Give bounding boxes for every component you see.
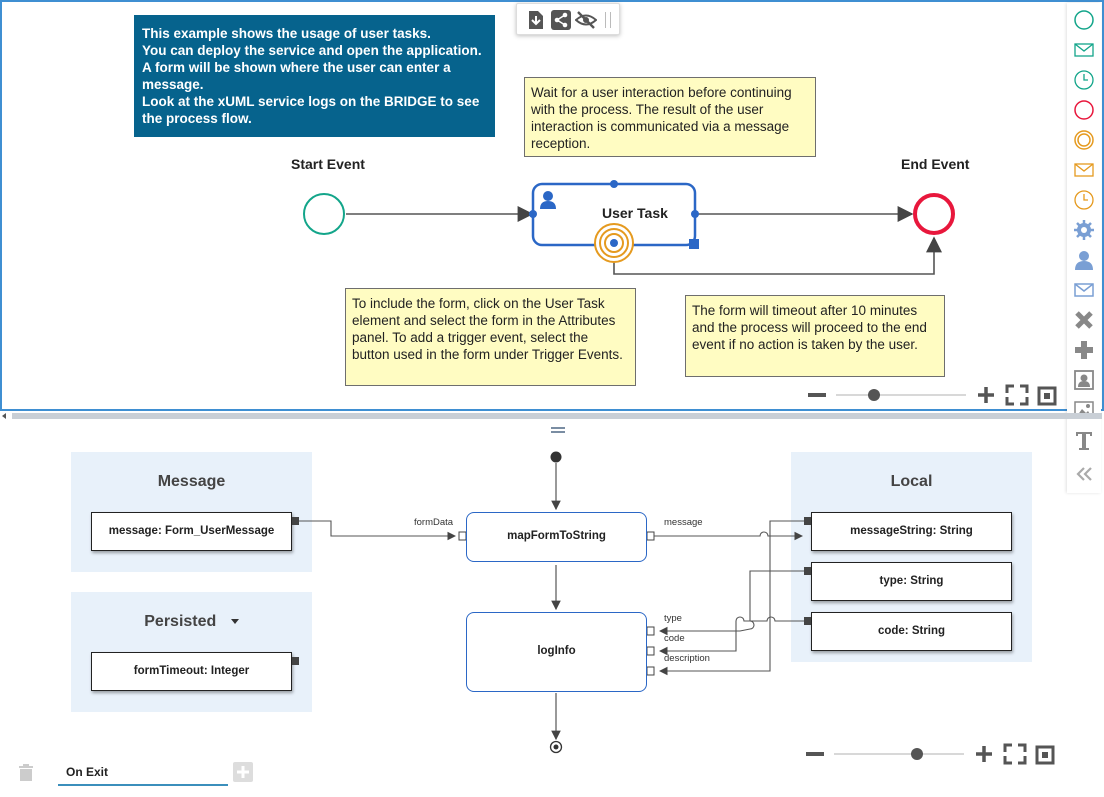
service-task-icon[interactable]: [1073, 219, 1095, 241]
timer-intermediate-icon[interactable]: [1073, 189, 1095, 211]
action-map-form[interactable]: mapFormToString: [466, 512, 647, 562]
scroll-left-arrow[interactable]: [2, 413, 6, 419]
pin-label-code: code: [664, 633, 685, 644]
toolbar-divider: [605, 12, 606, 28]
add-tab-icon[interactable]: [232, 761, 254, 783]
timer-start-icon[interactable]: [1073, 69, 1095, 91]
end-event-icon[interactable]: [1073, 99, 1095, 121]
toolbar-divider: [610, 12, 611, 28]
note-form[interactable]: To include the form, click on the User T…: [345, 288, 636, 386]
persisted-title-text: Persisted: [144, 613, 217, 630]
share-icon[interactable]: [550, 9, 572, 31]
zoom-control: [808, 384, 1057, 406]
note-timeout[interactable]: The form will timeout after 10 minutes a…: [685, 295, 945, 377]
timer-boundary-event: [594, 223, 634, 263]
drag-handle[interactable]: [551, 427, 565, 429]
local-panel-title: Local: [890, 473, 933, 490]
receive-task-icon[interactable]: [1073, 279, 1095, 301]
persisted-field[interactable]: formTimeout: Integer: [91, 652, 292, 691]
pin-label-formdata: formData: [414, 517, 454, 528]
initial-node: [550, 451, 562, 463]
start-event-label: Start Event: [291, 156, 365, 172]
element-palette: [1067, 3, 1101, 493]
info-annotation[interactable]: This example shows the usage of user tas…: [134, 15, 495, 137]
user-task-icon: [540, 191, 556, 209]
end-event-label: End Event: [901, 156, 970, 172]
local-field[interactable]: code: String: [811, 612, 1012, 651]
message-start-icon[interactable]: [1073, 39, 1095, 61]
tab-on-exit[interactable]: On Exit: [58, 762, 228, 786]
pane-splitter[interactable]: [12, 413, 1102, 419]
persisted-panel-title[interactable]: Persisted: [71, 613, 312, 631]
drag-handle-line: [551, 431, 565, 433]
exclusive-gateway-icon[interactable]: [1073, 309, 1095, 331]
pin-label-description: description: [664, 653, 710, 664]
diagram-toolbar: [516, 3, 620, 35]
pin-label-type: type: [664, 613, 682, 624]
action-log-info[interactable]: logInfo: [466, 612, 647, 692]
message-field[interactable]: message: Form_UserMessage: [91, 512, 292, 551]
hide-icon[interactable]: [575, 9, 597, 31]
bpmn-diagram: [303, 180, 1057, 406]
download-icon[interactable]: [525, 9, 547, 31]
dropdown-arrow-icon[interactable]: [230, 619, 239, 625]
start-event-icon[interactable]: [1073, 9, 1095, 31]
zoom-control-lower: [806, 743, 1055, 765]
intermediate-event-icon[interactable]: [1073, 129, 1095, 151]
message-panel-title: Message: [157, 473, 226, 490]
text-icon[interactable]: [1073, 429, 1095, 451]
parallel-gateway-icon[interactable]: [1073, 339, 1095, 361]
mapping-flows: [292, 451, 1055, 765]
message-intermediate-icon[interactable]: [1073, 159, 1095, 181]
trash-icon[interactable]: [16, 762, 36, 782]
start-event: [303, 193, 345, 235]
subprocess-icon[interactable]: [1073, 369, 1095, 391]
collapse-icon[interactable]: [1073, 463, 1095, 485]
local-field[interactable]: type: String: [811, 562, 1012, 601]
end-event: [913, 193, 955, 235]
sequence-flow-timeout-end: [613, 236, 942, 275]
zoom-slider-thumb: [868, 389, 880, 401]
pin-label-message: message: [664, 517, 703, 528]
local-field[interactable]: messageString: String: [811, 512, 1012, 551]
note-wait[interactable]: Wait for a user interaction before conti…: [524, 77, 816, 157]
user-task-icon[interactable]: [1073, 249, 1095, 271]
bpmn-canvas[interactable]: This example shows the usage of user tas…: [0, 0, 1104, 411]
user-task-label[interactable]: User Task: [602, 205, 668, 221]
